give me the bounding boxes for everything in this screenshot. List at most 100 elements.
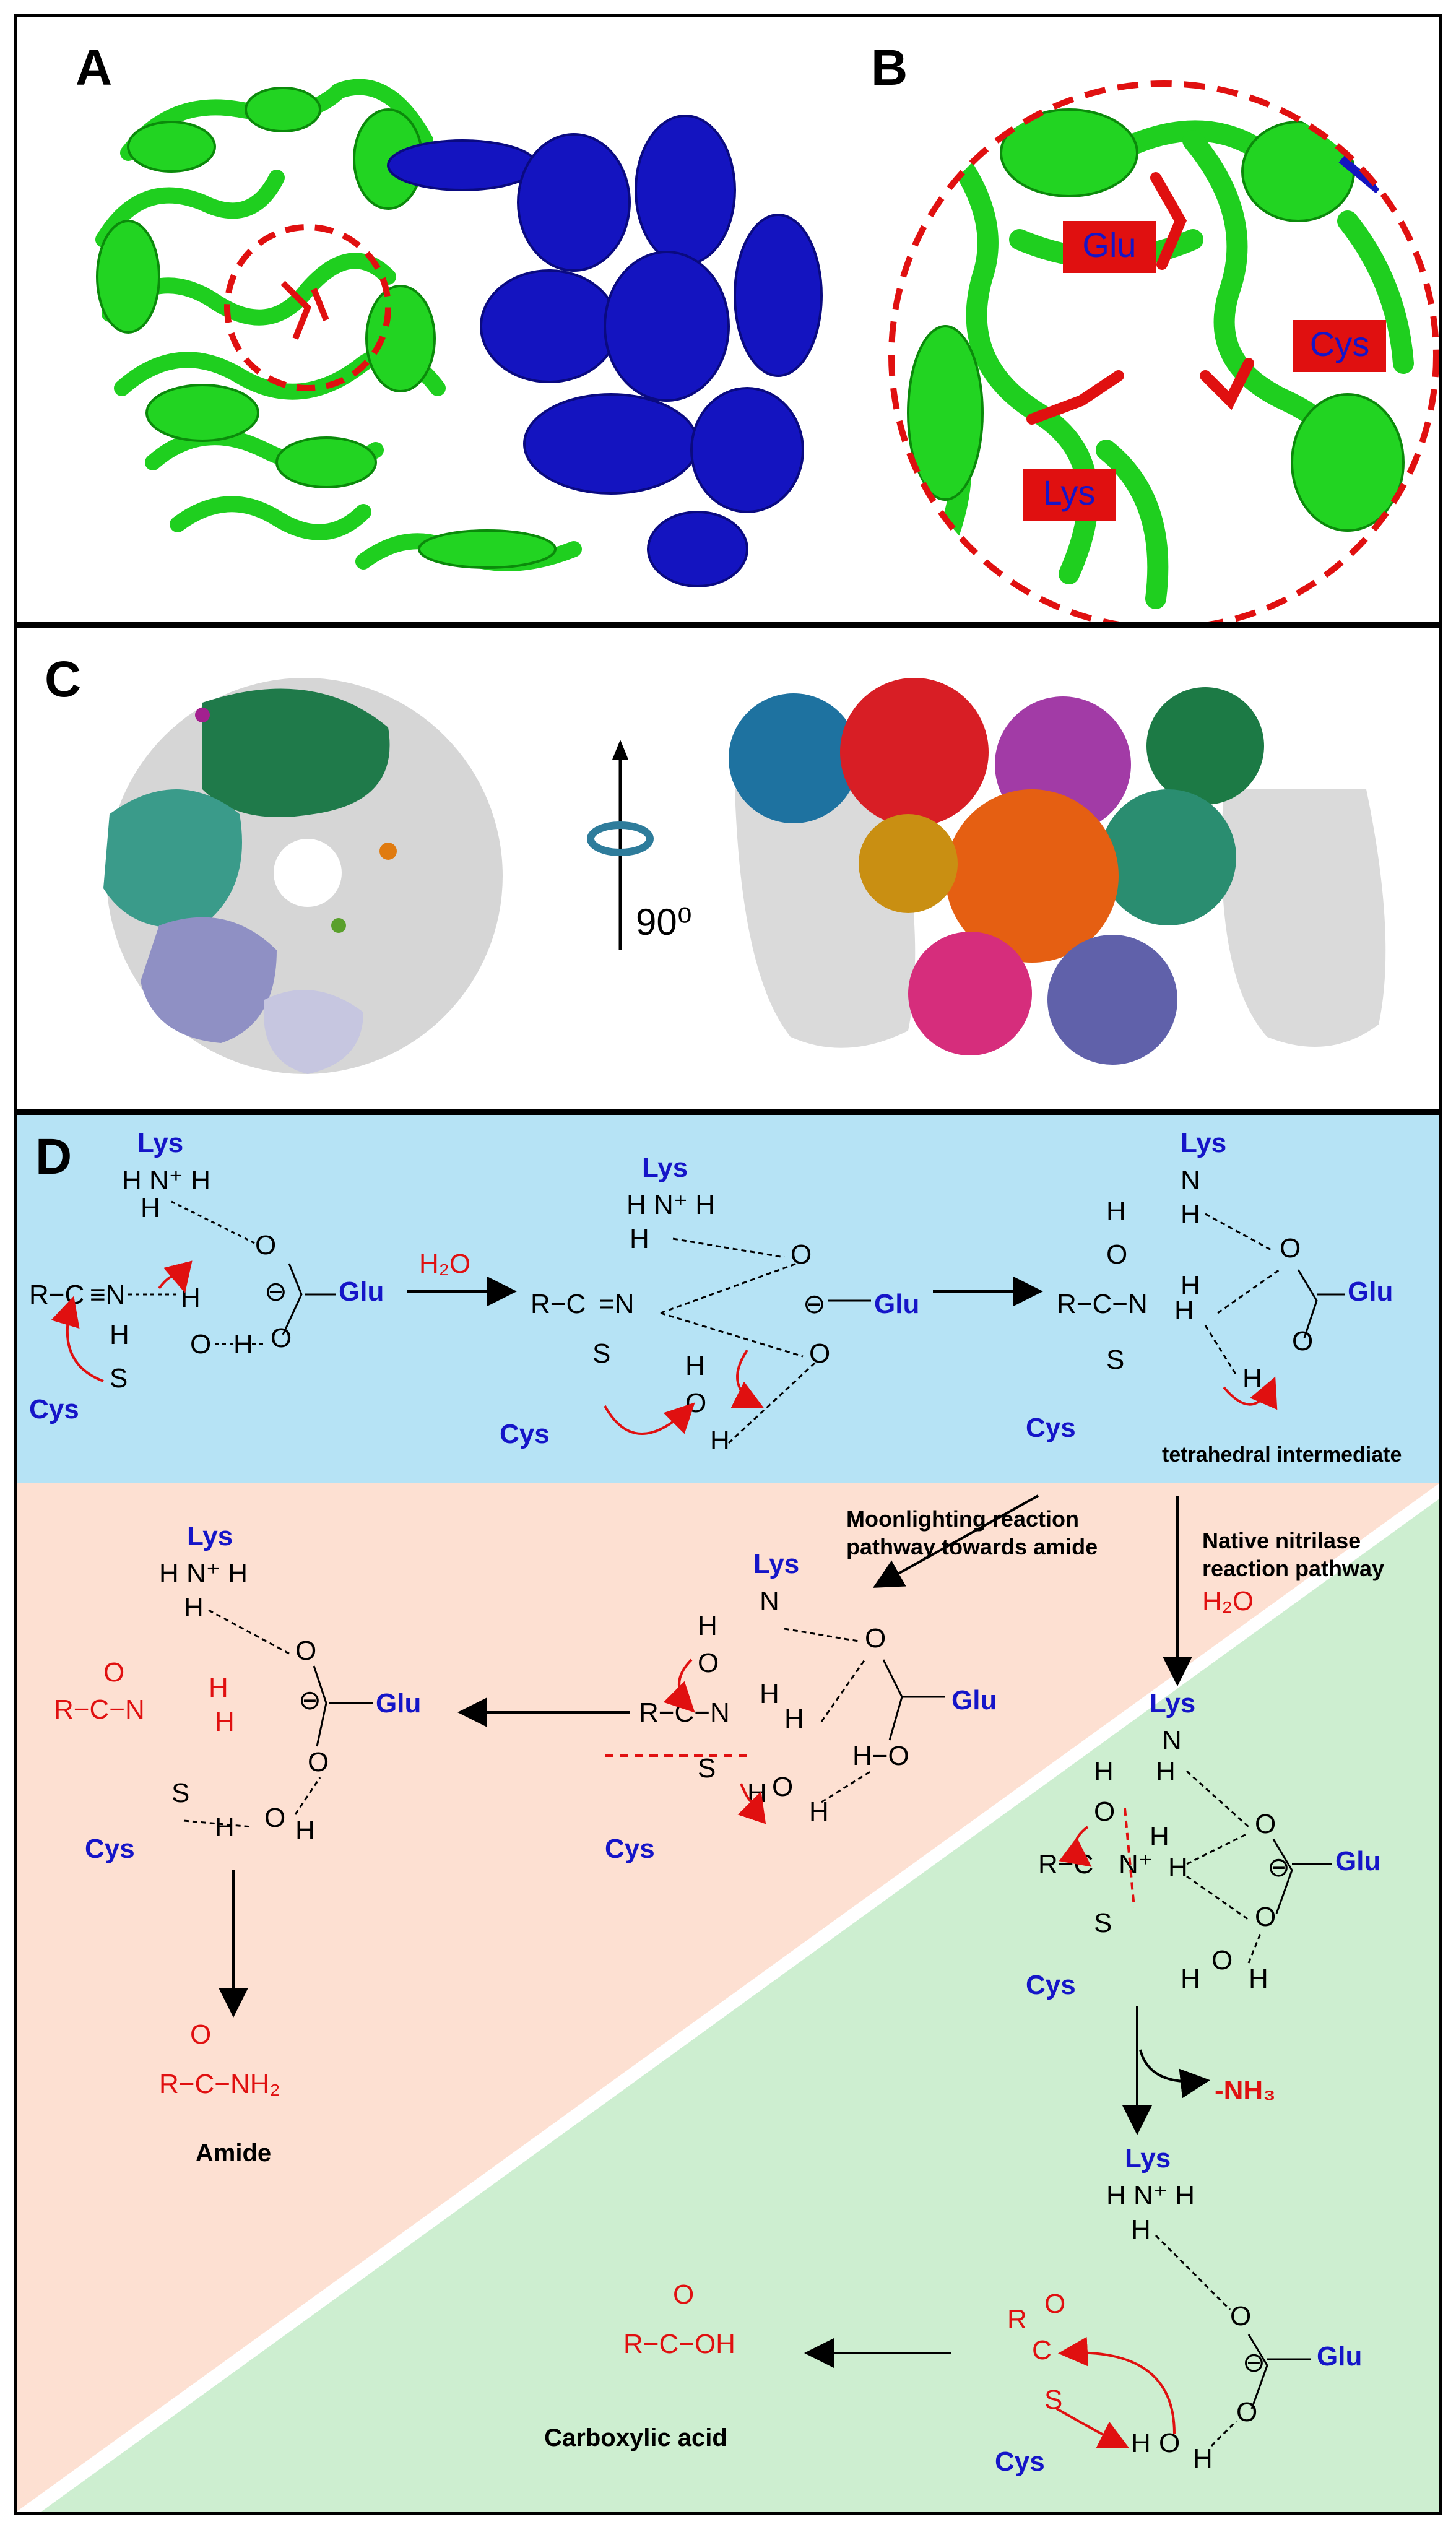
arrow-moonlighting [873, 1494, 1039, 1588]
svg-text:N: N [1162, 1725, 1182, 1756]
step-2-complex: Lys H N⁺ H H R−C =N S Cys H O H O ⊖ O Gl… [500, 1153, 919, 1455]
svg-text:H: H [1131, 2428, 1151, 2458]
svg-text:C: C [1032, 2335, 1052, 2365]
svg-text:Lys: Lys [137, 1128, 183, 1158]
svg-text:H: H [1168, 1852, 1188, 1883]
svg-text:H: H [1193, 2443, 1213, 2474]
amide-formula: R−C−NH₂ [159, 2069, 280, 2099]
svg-text:O: O [1044, 2289, 1065, 2319]
panel-label-a: A [76, 40, 112, 96]
region-native-pathway [41, 1499, 1439, 2512]
svg-text:H N⁺ H: H N⁺ H [1106, 2180, 1195, 2211]
svg-text:H: H [215, 1812, 235, 1842]
ammonia-loss: -NH₃ [1215, 2075, 1276, 2105]
svg-text:Lys: Lys [642, 1153, 688, 1183]
svg-text:H: H [760, 1679, 779, 1709]
svg-text:H N⁺ H: H N⁺ H [626, 1190, 715, 1220]
svg-text:Glu: Glu [1082, 225, 1136, 264]
svg-text:Glu: Glu [1317, 2341, 1362, 2372]
svg-text:H: H [110, 1320, 129, 1350]
svg-text:O: O [295, 1636, 316, 1666]
active-site-circle [224, 224, 391, 391]
svg-text:R: R [1007, 2304, 1027, 2334]
svg-text:O: O [308, 1747, 329, 1777]
svg-text:H: H [1242, 1363, 1262, 1394]
panel-label-d: D [35, 1129, 72, 1185]
rotation-arrow-icon [587, 740, 654, 950]
svg-text:⊖: ⊖ [264, 1277, 287, 1307]
svg-text:O: O [255, 1230, 276, 1260]
svg-text:H N⁺ H: H N⁺ H [159, 1558, 248, 1589]
native-intermediate: Lys N H H O R−C N⁺ H H S Cys O ⊖ O Glu O… [1026, 1688, 1380, 2000]
svg-text:H N⁺ H: H N⁺ H [122, 1165, 210, 1195]
native-label-line-1: Native nitrilase [1202, 1528, 1361, 1553]
svg-text:H: H [747, 1778, 767, 1808]
amide-release-complex: Lys H N⁺ H H R−C−N O H H O ⊖ O Glu S H O… [54, 1521, 421, 1864]
svg-text:H: H [784, 1704, 804, 1734]
svg-text:H: H [698, 1611, 717, 1641]
acid-oxygen: O [673, 2279, 694, 2310]
svg-text:Lys: Lys [753, 1549, 799, 1579]
svg-text:Cys: Cys [1026, 1413, 1076, 1443]
svg-text:O: O [1292, 1326, 1313, 1356]
moonlighting-label-line-1: Moonlighting reaction [846, 1506, 1079, 1532]
svg-text:Cys: Cys [1026, 1970, 1076, 2000]
svg-text:S: S [110, 1363, 128, 1394]
svg-text:H: H [1150, 1821, 1169, 1852]
svg-text:⊖: ⊖ [298, 1685, 321, 1715]
svg-text:R−C−N: R−C−N [54, 1694, 145, 1725]
svg-text:H−O: H−O [852, 1741, 909, 1771]
svg-text:N: N [760, 1586, 779, 1616]
svg-text:≡N: ≡N [90, 1280, 125, 1310]
svg-text:⊖: ⊖ [803, 1289, 826, 1319]
region-initial-steps [17, 1115, 1439, 1483]
svg-text:Glu: Glu [951, 1685, 997, 1715]
svg-text:O: O [264, 1803, 285, 1833]
panel-c: 90⁰ C [14, 625, 1442, 1112]
svg-text:O: O [865, 1623, 886, 1654]
svg-text:H: H [1156, 1756, 1176, 1787]
amide-oxygen: O [190, 2019, 211, 2050]
svg-text:Cys: Cys [29, 1394, 79, 1424]
svg-text:O: O [1094, 1797, 1115, 1827]
moonlighting-intermediate: Lys N H O R−C−N H H S Cys H O H O H−O Gl… [605, 1549, 997, 1864]
thioester-complex: Lys H N⁺ H H R O C S Cys H O H O ⊖ O Glu [995, 2143, 1362, 2477]
svg-text:S: S [698, 1753, 716, 1784]
svg-text:O: O [772, 1772, 793, 1802]
svg-text:Lys: Lys [187, 1521, 233, 1551]
svg-text:S: S [171, 1778, 189, 1808]
rotation-label: 90⁰ [636, 901, 692, 943]
svg-text:R−C: R−C [531, 1289, 586, 1319]
svg-text:H: H [1131, 2214, 1151, 2245]
svg-text:⊖: ⊖ [1267, 1852, 1290, 1883]
svg-text:R−C: R−C [1038, 1849, 1093, 1879]
tetrahedral-intermediate: Lys N H H O R−C−N H H S Cys O Glu O H [1026, 1128, 1393, 1443]
green-helices [96, 87, 557, 569]
svg-text:O: O [1106, 1239, 1127, 1270]
svg-text:O: O [698, 1648, 719, 1678]
svg-text:Cys: Cys [1310, 324, 1369, 363]
svg-text:Glu: Glu [339, 1277, 384, 1307]
svg-text:O: O [1255, 1902, 1276, 1932]
active-site-residues [280, 280, 329, 340]
blue-monomer-ribbon [387, 115, 823, 587]
svg-text:O: O [1159, 2428, 1180, 2458]
svg-text:Cys: Cys [605, 1834, 655, 1864]
svg-text:H: H [215, 1707, 235, 1737]
svg-text:H: H [1181, 1964, 1200, 1994]
panel-ab: Glu Cys Lys A B [14, 14, 1442, 625]
svg-text:Glu: Glu [1335, 1846, 1380, 1876]
svg-text:H: H [1094, 1756, 1114, 1787]
svg-text:Cys: Cys [85, 1834, 135, 1864]
acid-name: Carboxylic acid [544, 2424, 727, 2451]
svg-text:H: H [233, 1329, 253, 1359]
svg-text:H: H [1106, 1196, 1126, 1226]
svg-text:O: O [271, 1323, 292, 1353]
svg-text:R−C: R−C [29, 1280, 84, 1310]
ammonia-release-curve [1139, 2049, 1210, 2099]
svg-text:Lys: Lys [1181, 1128, 1226, 1158]
svg-text:Glu: Glu [874, 1289, 919, 1319]
svg-text:O: O [1280, 1233, 1301, 1264]
svg-text:H: H [809, 1797, 829, 1827]
svg-text:R−C−N: R−C−N [1057, 1289, 1148, 1319]
